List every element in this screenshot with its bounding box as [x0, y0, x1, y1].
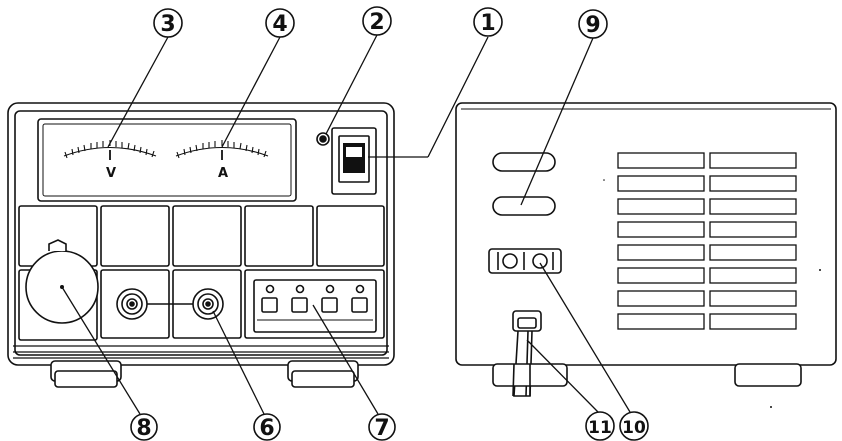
rear-cabinet — [455, 102, 837, 366]
front-cabinet — [7, 102, 395, 366]
leader-1 — [427, 36, 489, 158]
ammeter-letter: A — [218, 166, 228, 181]
leader-4 — [221, 36, 281, 148]
leader-8 — [61, 286, 141, 415]
svg-text:7: 7 — [374, 416, 389, 441]
svg-text:9: 9 — [585, 13, 600, 38]
callout-4: 4 — [265, 8, 295, 38]
leader-7 — [312, 304, 379, 415]
ammeter-scale — [175, 140, 269, 160]
rear-view — [455, 102, 837, 397]
svg-text:6: 6 — [259, 416, 274, 441]
callouts: 1 2 3 4 6 7 8 9 — [130, 6, 649, 441]
voltmeter-scale — [63, 140, 157, 160]
svg-text:3: 3 — [160, 12, 175, 37]
rear-fuse-holders — [488, 248, 562, 274]
callout-3: 3 — [153, 8, 183, 38]
leader-10 — [539, 262, 631, 413]
callout-1: 1 — [473, 7, 503, 37]
rear-handle-slots — [492, 152, 556, 216]
callout-2: 2 — [362, 6, 392, 36]
svg-text:2: 2 — [369, 10, 384, 35]
callout-10: 10 — [619, 411, 649, 441]
svg-text:1: 1 — [480, 11, 495, 36]
leader-6 — [212, 310, 265, 415]
leader-11 — [526, 339, 599, 413]
svg-text:4: 4 — [272, 12, 287, 37]
scan-specks — [603, 179, 821, 408]
svg-text:11: 11 — [588, 418, 612, 438]
callout-7: 7 — [368, 413, 396, 441]
front-panel — [14, 110, 388, 356]
callout-8: 8 — [130, 413, 158, 441]
leader-2 — [325, 34, 378, 135]
rear-vent-grille — [617, 152, 797, 330]
svg-text:8: 8 — [136, 416, 151, 441]
svg-text:10: 10 — [622, 418, 646, 438]
front-view: V A — [7, 102, 395, 388]
callout-9: 9 — [578, 9, 608, 39]
front-base-stripes — [13, 345, 389, 359]
callout-6: 6 — [253, 413, 281, 441]
leader-9 — [520, 37, 594, 206]
power-indicator-lamp — [316, 132, 330, 146]
leader-3 — [107, 36, 169, 148]
output-binding-posts — [100, 269, 242, 339]
rear-feet — [492, 363, 802, 397]
front-feet — [50, 360, 359, 388]
cigarette-lighter-socket — [18, 239, 99, 341]
power-switch — [331, 127, 377, 195]
meter-window — [37, 118, 297, 202]
callout-11: 11 — [585, 411, 615, 441]
quick-connect-terminal-block — [244, 269, 385, 339]
voltmeter-letter: V — [106, 166, 116, 181]
leader-lines — [61, 34, 631, 415]
